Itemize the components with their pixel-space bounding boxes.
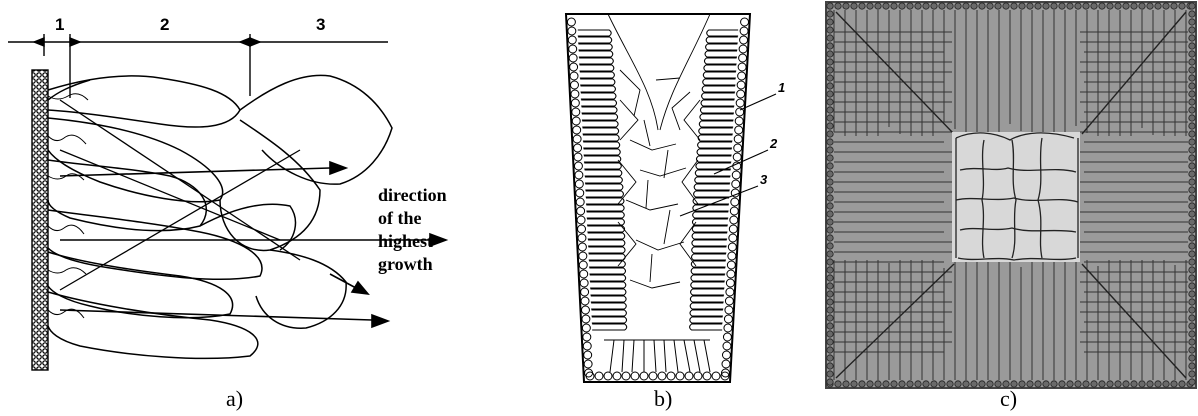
simulated-grain-structure — [824, 0, 1198, 392]
panel-c: c) — [824, 0, 1198, 416]
panel-b: 1 2 3 b) — [560, 0, 800, 416]
panel-a: 1 2 3 — [0, 0, 460, 416]
caption-b: b) — [654, 386, 672, 412]
mould-wall — [32, 70, 48, 370]
chill-zone-grains — [48, 94, 88, 318]
callout-3: 3 — [760, 172, 768, 187]
growth-crossing-lines — [60, 100, 300, 290]
callout-2: 2 — [769, 136, 778, 151]
callout-1: 1 — [778, 80, 785, 95]
grain-outlines — [48, 75, 392, 358]
caption-a: a) — [226, 386, 243, 412]
zone-dimension-lines — [8, 34, 388, 98]
zone-label-3: 3 — [316, 15, 325, 34]
equiaxed-core — [952, 132, 1080, 262]
annotation-line-2: highest growth — [378, 230, 460, 276]
zone-label-1: 1 — [55, 15, 64, 34]
zone-label-2: 2 — [160, 15, 169, 34]
annotation-line-1: direction of the — [378, 184, 460, 230]
growth-direction-annotation: direction of the highest growth — [378, 184, 460, 276]
ingot-cross-section: 1 2 3 — [560, 0, 800, 390]
caption-c: c) — [1000, 386, 1017, 412]
